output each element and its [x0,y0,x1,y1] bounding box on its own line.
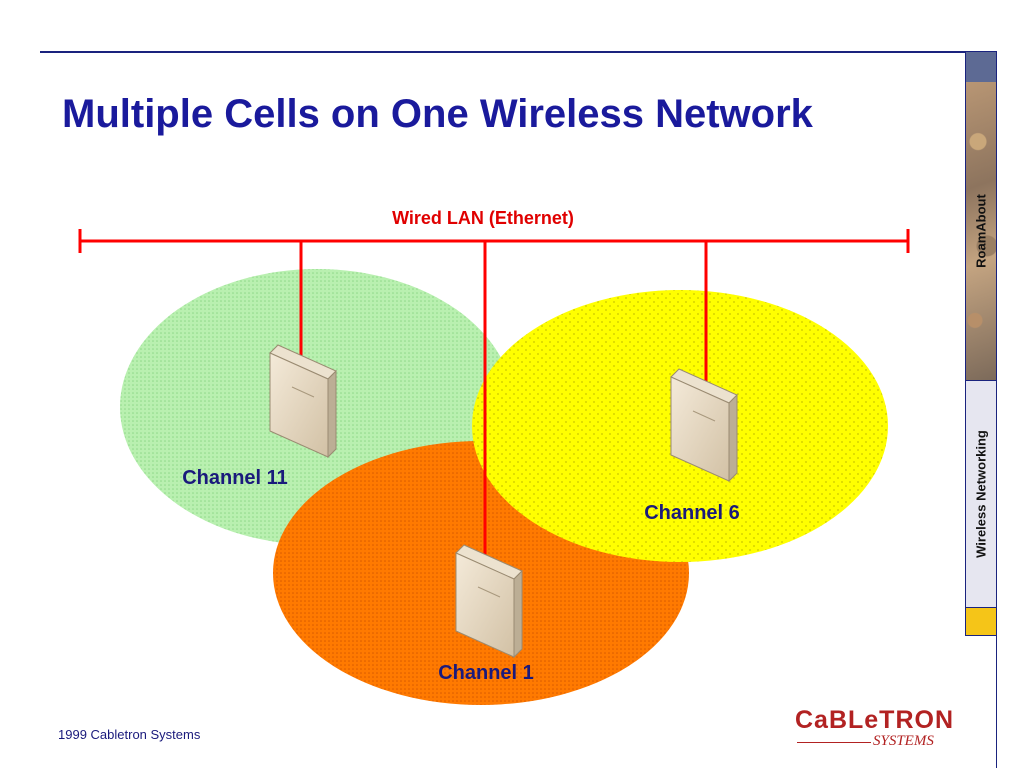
top-rule [40,51,965,53]
logo-underline [797,742,871,743]
sidebar-section-band: Wireless Networking [966,380,996,608]
sidebar-section-label: Wireless Networking [973,430,989,558]
cell-label-channel-1: Channel 1 [438,662,534,684]
right-rule [996,636,997,768]
company-logo: CaBLeTRON SYSTEMS [795,706,953,750]
footer-copyright: 1999 Cabletron Systems [58,727,201,742]
access-point-icon [455,544,523,659]
wireless-network-diagram: Wired LAN (Ethernet) Channel 11 Channel … [78,208,910,705]
cell-label-channel-11: Channel 11 [182,467,288,489]
cell-label-channel-6: Channel 6 [644,502,740,524]
access-point-icon [670,368,738,483]
sidebar-panel: RoamAbout Wireless Networking [965,51,997,636]
logo-wordmark: CaBLeTRON [795,706,955,734]
lan-label: Wired LAN (Ethernet) [392,208,574,228]
access-point-icon [269,344,337,459]
sidebar-top-band [966,52,996,82]
sidebar-product-label: RoamAbout [973,194,989,268]
slide-title: Multiple Cells on One Wireless Network [62,92,813,136]
sidebar-gold-band [966,608,996,635]
sidebar-map-image: RoamAbout [966,82,996,380]
logo-subtext: SYSTEMS [873,733,934,749]
